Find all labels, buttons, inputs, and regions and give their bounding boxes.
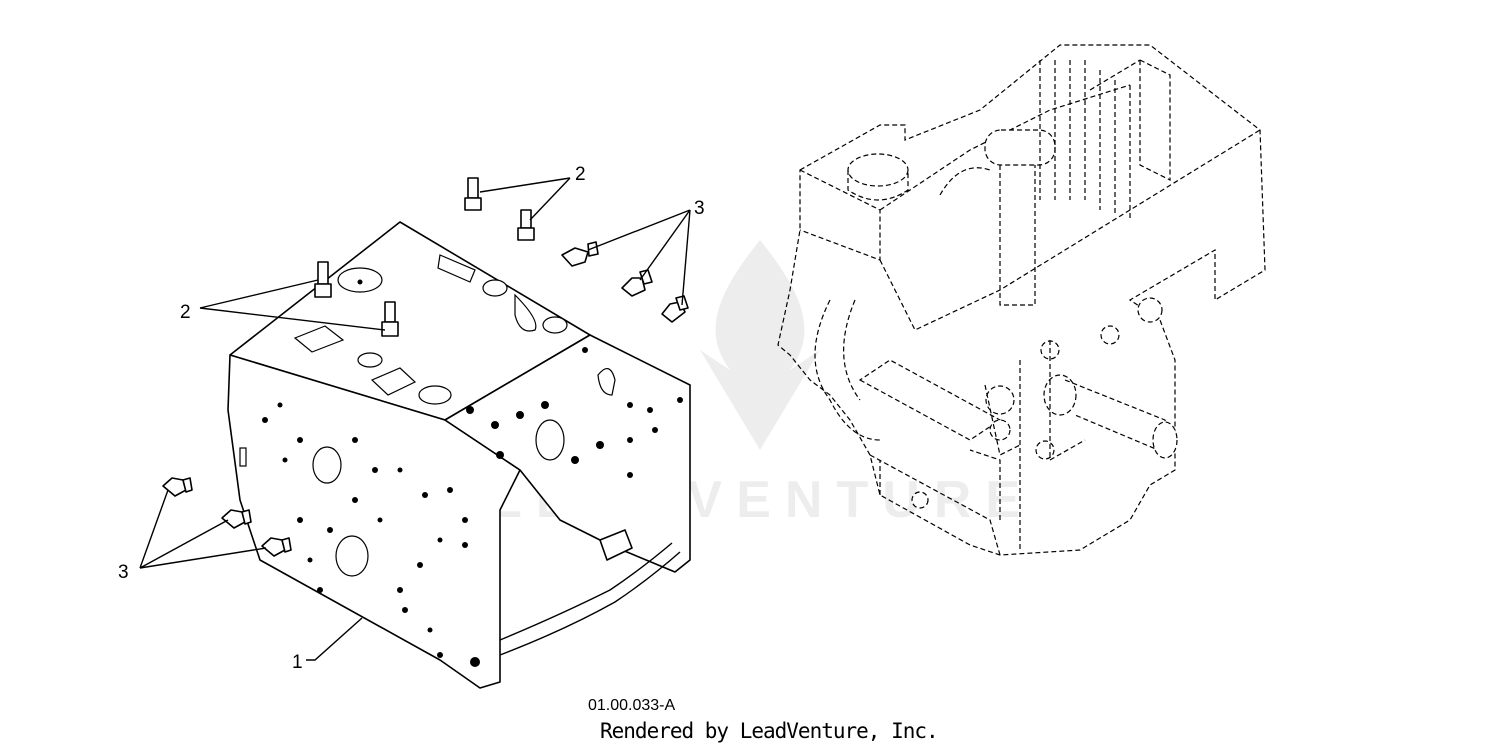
callout-stud-top: 2 xyxy=(575,164,586,185)
render-credit: Rendered by LeadVenture, Inc. xyxy=(600,719,939,743)
engine-phantom-outline xyxy=(777,44,1266,556)
stud-bolt-icon xyxy=(314,177,535,337)
callout-stud-left: 2 xyxy=(180,302,191,323)
callout-screw-left: 3 xyxy=(118,562,129,583)
diagram-code: 01.00.033-A xyxy=(588,697,676,714)
frame-plate xyxy=(227,221,691,689)
flange-screw-icon xyxy=(162,241,689,557)
watermark-flame-icon xyxy=(700,240,820,450)
callout-frame: 1 xyxy=(292,652,303,673)
leader-lines xyxy=(139,177,691,661)
callout-screw-top: 3 xyxy=(694,198,705,219)
